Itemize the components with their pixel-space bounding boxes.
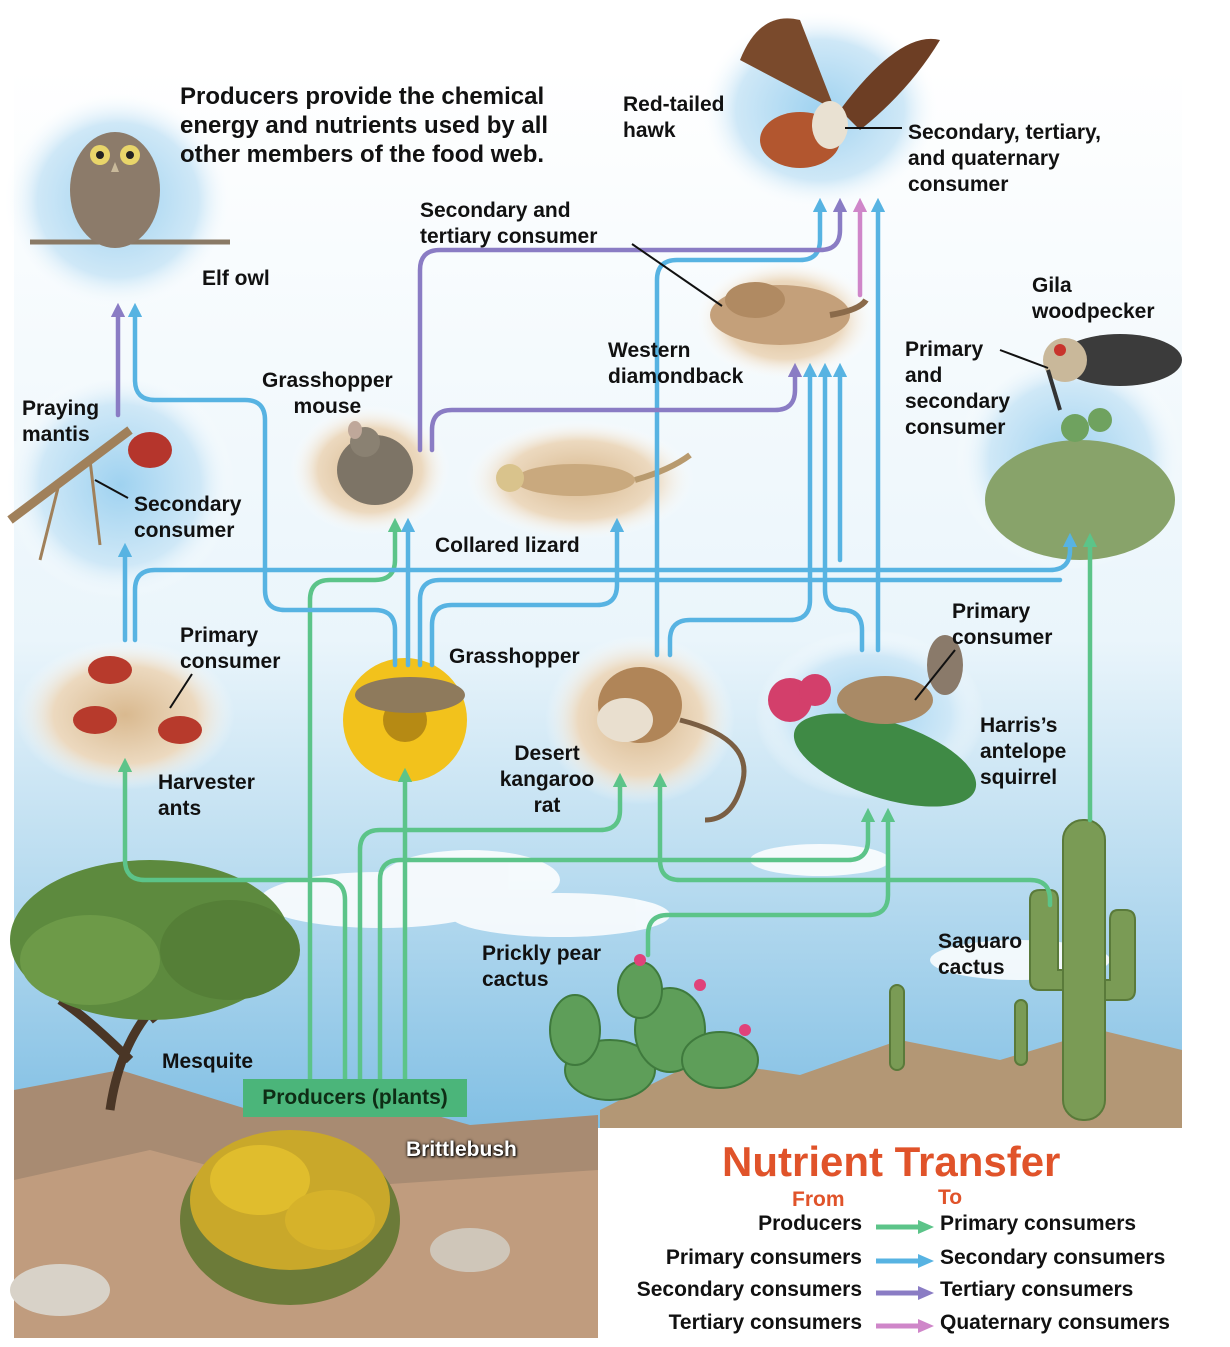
label-western-diamondback: Western diamondback (608, 338, 743, 390)
legend-arrow-secondary (876, 1286, 934, 1300)
legend-from-0: Producers (758, 1212, 862, 1236)
label-grasshopper: Grasshopper (449, 644, 580, 670)
label-elf-owl: Elf owl (202, 266, 270, 292)
brittlebush-plant (180, 1130, 400, 1305)
legend-to-header: To (938, 1186, 962, 1210)
legend-from-2: Secondary consumers (637, 1278, 862, 1302)
label-snake-role: Secondary and tertiary consumer (420, 198, 597, 250)
legend-to-1: Secondary consumers (940, 1246, 1165, 1270)
label-harris-antelope-squirrel: Harris’s antelope squirrel (980, 713, 1066, 791)
legend-from-header: From (792, 1188, 845, 1212)
legend-arrow-tertiary (876, 1319, 934, 1333)
legend-from-3: Tertiary consumers (669, 1311, 862, 1335)
label-squirrel-role: Primary consumer (952, 599, 1052, 651)
label-brittlebush: Brittlebush (406, 1138, 517, 1162)
label-gila-woodpecker: Gila woodpecker (1032, 273, 1155, 325)
legend-from-1: Primary consumers (666, 1246, 862, 1270)
legend-title: Nutrient Transfer (722, 1138, 1060, 1186)
grasshopper-figure (343, 658, 467, 782)
legend: Nutrient Transfer From To Producers Prim… (598, 1128, 1230, 1347)
intro-text: Producers provide the chemical energy an… (180, 82, 548, 169)
label-saguaro-cactus: Saguaro cactus (938, 929, 1022, 981)
label-collared-lizard: Collared lizard (435, 533, 580, 559)
label-hawk-role: Secondary, tertiary, and quaternary cons… (908, 120, 1101, 198)
label-woodpecker-role: Primary and secondary consumer (905, 337, 1010, 441)
producers-label: Producers (plants) (243, 1079, 467, 1117)
label-mesquite: Mesquite (162, 1049, 253, 1075)
legend-to-3: Quaternary consumers (940, 1311, 1170, 1335)
label-ants-role: Primary consumer (180, 623, 280, 675)
legend-arrow-producers (876, 1220, 934, 1234)
label-grasshopper-mouse: Grasshopper mouse (262, 368, 393, 420)
legend-arrow-primary (876, 1254, 934, 1268)
label-praying-mantis: Praying mantis (22, 396, 99, 448)
label-prickly-pear-cactus: Prickly pear cactus (482, 941, 601, 993)
label-harvester-ants: Harvester ants (158, 770, 255, 822)
legend-to-0: Primary consumers (940, 1212, 1136, 1236)
label-desert-kangaroo-rat: Desert kangaroo rat (492, 741, 602, 819)
label-red-tailed-hawk: Red-tailed hawk (623, 92, 725, 144)
label-mantis-role: Secondary consumer (134, 492, 241, 544)
legend-to-2: Tertiary consumers (940, 1278, 1133, 1302)
